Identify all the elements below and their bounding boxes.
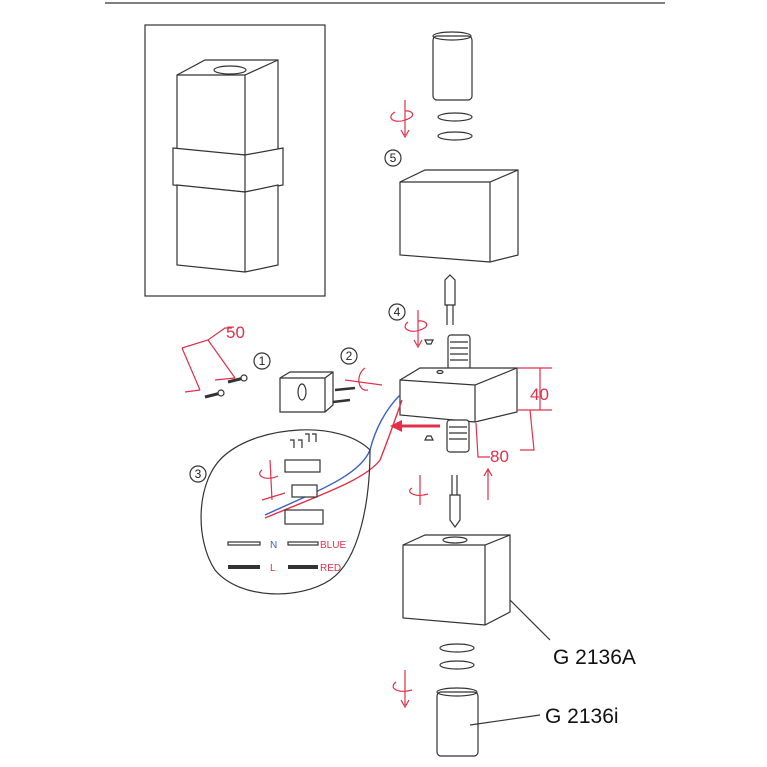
dimension-50: 50 xyxy=(181,323,245,393)
wiring-detail-bubble xyxy=(200,429,371,595)
svg-text:RED: RED xyxy=(320,563,341,574)
washer xyxy=(437,112,473,122)
wall-screws xyxy=(204,374,248,399)
washer xyxy=(437,131,473,141)
step-1-label: 1 xyxy=(253,352,271,370)
svg-text:50: 50 xyxy=(226,323,245,342)
svg-text:40: 40 xyxy=(530,385,549,404)
rotate-arrow-icon xyxy=(392,670,413,709)
rotate-arrow-icon xyxy=(344,367,383,391)
leader-line xyxy=(509,599,551,641)
screw xyxy=(424,435,434,441)
step-2-label: 2 xyxy=(340,347,358,365)
step-4-label: 4 xyxy=(388,303,406,321)
bottom-glass-cylinder xyxy=(436,687,479,757)
svg-text:4: 4 xyxy=(394,305,401,319)
mounting-bracket xyxy=(279,371,356,413)
g9-bulb-lower xyxy=(449,475,461,529)
blue-wire xyxy=(264,394,401,516)
upper-shade-cube xyxy=(399,169,519,263)
wall-housing xyxy=(399,367,518,423)
svg-text:2: 2 xyxy=(346,349,353,363)
svg-text:1: 1 xyxy=(259,354,266,368)
part-label-glass: G 2136i xyxy=(545,705,619,728)
rotate-arrow-icon xyxy=(390,100,414,139)
washer xyxy=(439,643,475,653)
screw xyxy=(424,339,434,345)
wire-color-legend: N BLUE L RED xyxy=(227,540,346,574)
arrow-head xyxy=(390,420,402,432)
terminal-block xyxy=(259,433,324,525)
step-5-label: 5 xyxy=(384,149,402,167)
dimension-80: 80 xyxy=(475,409,535,466)
top-glass-cylinder xyxy=(432,31,473,101)
step-3-label: 3 xyxy=(189,465,207,483)
lamp-socket xyxy=(447,334,471,371)
svg-text:BLUE: BLUE xyxy=(320,540,346,551)
g9-bulb xyxy=(444,274,456,325)
washer xyxy=(439,660,475,670)
lower-shade-cube xyxy=(402,534,511,626)
leader-line xyxy=(469,714,541,726)
lamp-socket-bottom xyxy=(446,419,470,453)
svg-text:N: N xyxy=(270,540,277,551)
part-label-shade: G 2136A xyxy=(553,646,636,669)
svg-text:5: 5 xyxy=(390,151,397,165)
svg-text:80: 80 xyxy=(490,447,509,466)
red-wire xyxy=(264,399,403,519)
dimension-40: 40 xyxy=(517,367,552,411)
rotate-arrow-icon xyxy=(404,310,428,349)
svg-text:L: L xyxy=(270,563,276,574)
assembled-lamp-inset xyxy=(144,24,326,297)
rotate-arrow-icon xyxy=(409,467,493,505)
svg-text:3: 3 xyxy=(195,467,202,481)
